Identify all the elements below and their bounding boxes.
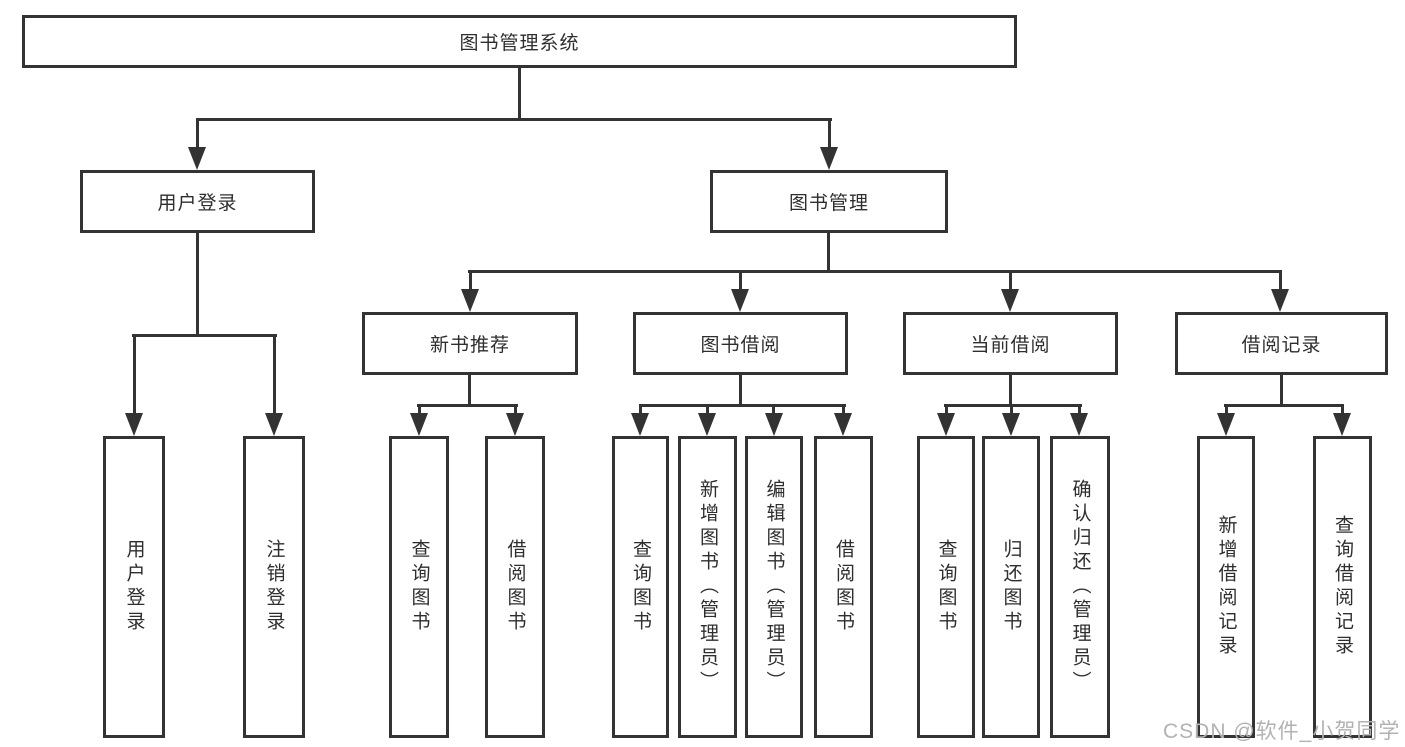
connector-line (944, 404, 1082, 407)
arrowhead-icon (461, 289, 479, 312)
connector-line (1010, 404, 1013, 416)
arrowhead-icon (698, 413, 716, 436)
arrowhead-icon (834, 413, 852, 436)
arrowhead-icon (937, 413, 955, 436)
node-library-management-system: 图书管理系统 (22, 15, 1017, 68)
connector-line (639, 404, 846, 407)
arrowhead-icon (265, 413, 283, 436)
arrowhead-icon (1217, 413, 1235, 436)
node-user-login: 用户登录 (80, 170, 315, 233)
connector-line (418, 404, 421, 416)
leaf-query-books-current: 查询图书 (917, 436, 975, 738)
leaf-query-borrow-record: 查询借阅记录 (1313, 436, 1372, 738)
connector-line (1225, 404, 1228, 416)
connector-line (1009, 270, 1012, 292)
connector-line (273, 334, 276, 416)
connector-line (468, 270, 1282, 273)
connector-line (196, 118, 199, 150)
arrowhead-icon (1333, 413, 1351, 436)
connector-line (739, 373, 742, 406)
connector-line (1224, 404, 1344, 407)
arrowhead-icon (1001, 289, 1019, 312)
arrowhead-icon (410, 413, 428, 436)
leaf-edit-books-admin: 编辑图书（管理员） (745, 436, 803, 738)
node-book-management: 图书管理 (710, 170, 948, 233)
csdn-watermark: CSDN @软件_小贺同学 (1163, 720, 1401, 743)
connector-line (1279, 270, 1282, 292)
connector-line (1280, 373, 1283, 406)
connector-line (828, 118, 831, 150)
connector-line (133, 334, 136, 416)
node-borrowing-records: 借阅记录 (1175, 312, 1388, 375)
arrowhead-icon (765, 413, 783, 436)
node-book-borrowing: 图书借阅 (633, 312, 848, 375)
leaf-confirm-return-admin: 确认归还（管理员） (1050, 436, 1110, 738)
arrowhead-icon (188, 147, 206, 170)
arrowhead-icon (1002, 413, 1020, 436)
arrowhead-icon (731, 289, 749, 312)
connector-line (417, 404, 518, 407)
connector-line (1341, 404, 1344, 416)
leaf-return-books: 归还图书 (982, 436, 1040, 738)
arrowhead-icon (631, 413, 649, 436)
node-current-borrowing: 当前借阅 (903, 312, 1118, 375)
connector-line (514, 404, 517, 416)
connector-line (196, 118, 832, 121)
node-new-book-recommendation: 新书推荐 (362, 312, 578, 375)
connector-line (196, 231, 199, 337)
connector-line (1009, 373, 1012, 406)
arrowhead-icon (125, 413, 143, 436)
connector-line (1078, 404, 1081, 416)
arrowhead-icon (1070, 413, 1088, 436)
connector-line (468, 373, 471, 406)
connector-line (132, 334, 277, 337)
leaf-add-borrow-record: 新增借阅记录 (1197, 436, 1255, 738)
leaf-query-books-recommendation: 查询图书 (389, 436, 449, 738)
arrowhead-icon (1271, 289, 1289, 312)
arrowhead-icon (506, 413, 524, 436)
connector-line (842, 404, 845, 416)
connector-line (706, 404, 709, 416)
connector-line (945, 404, 948, 416)
connector-line (639, 404, 642, 416)
connector-line (739, 270, 742, 292)
connector-line (518, 66, 521, 120)
leaf-borrow-books-recommendation: 借阅图书 (485, 436, 545, 738)
connector-line (772, 404, 775, 416)
arrowhead-icon (820, 147, 838, 170)
connector-line (827, 231, 830, 273)
leaf-borrow-books: 借阅图书 (814, 436, 873, 738)
leaf-query-books-borrowing: 查询图书 (612, 436, 669, 738)
leaf-user-login: 用户登录 (103, 436, 165, 738)
leaf-add-books-admin: 新增图书（管理员） (678, 436, 737, 738)
leaf-logout: 注销登录 (243, 436, 305, 738)
connector-line (469, 270, 472, 292)
